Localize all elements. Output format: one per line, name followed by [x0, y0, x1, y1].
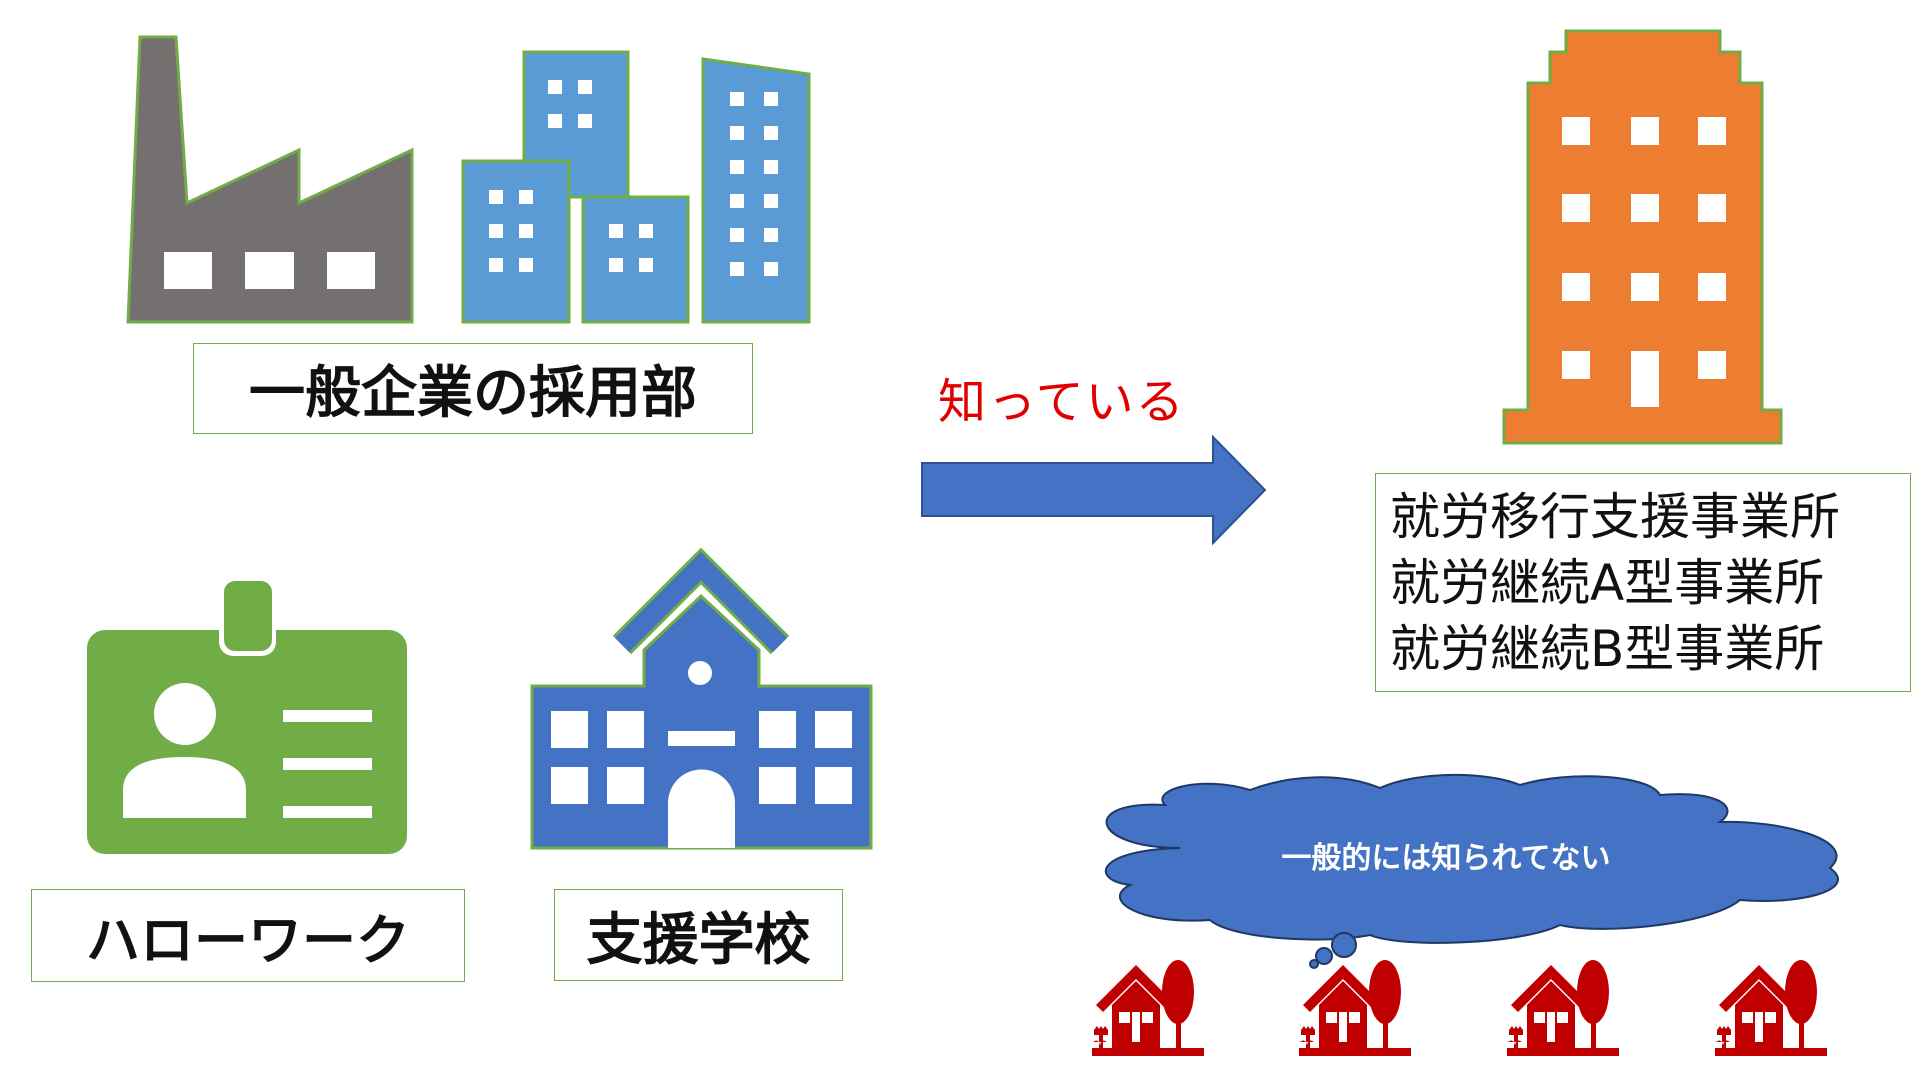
hello-work-label: ハローワーク — [31, 889, 465, 982]
support-school-label: 支援学校 — [554, 889, 843, 981]
school-icon — [530, 547, 873, 850]
house-icon — [1715, 960, 1827, 1056]
arrow-right-icon — [921, 434, 1267, 546]
office-type-line: 就労継続A型事業所 — [1390, 553, 1825, 612]
window — [1631, 117, 1659, 145]
window — [1562, 273, 1590, 301]
window — [730, 228, 744, 242]
window — [1562, 194, 1590, 222]
window — [1631, 194, 1659, 222]
window — [764, 262, 778, 276]
window — [764, 194, 778, 208]
window — [730, 194, 744, 208]
window — [764, 228, 778, 242]
window — [764, 160, 778, 174]
window — [489, 190, 503, 204]
window — [764, 126, 778, 140]
window — [519, 224, 533, 238]
window — [548, 80, 562, 94]
window — [519, 258, 533, 272]
window — [1698, 351, 1726, 379]
house-icon — [1092, 960, 1204, 1056]
window — [1562, 117, 1590, 145]
window — [730, 160, 744, 174]
office-type-line: 就労移行支援事業所 — [1390, 487, 1840, 546]
window — [1562, 351, 1590, 379]
window — [609, 224, 623, 238]
offices-label: 就労移行支援事業所 就労継続A型事業所 就労継続B型事業所 — [1375, 473, 1911, 692]
office-buildings-icon — [461, 50, 811, 324]
office-tower-icon — [1502, 29, 1783, 445]
window — [578, 114, 592, 128]
house-icon — [1507, 960, 1619, 1056]
window — [730, 262, 744, 276]
id-badge-icon — [87, 577, 407, 854]
knows-label: 知っている — [938, 374, 1186, 430]
window — [489, 224, 503, 238]
window — [1698, 194, 1726, 222]
thought-cloud-icon — [1104, 773, 1839, 969]
house-icon — [1299, 960, 1411, 1056]
window — [548, 114, 562, 128]
window — [639, 224, 653, 238]
factory-icon — [126, 35, 414, 324]
window — [1631, 351, 1659, 407]
office-type-line: 就労継続B型事業所 — [1390, 619, 1825, 678]
window — [578, 80, 592, 94]
window — [730, 126, 744, 140]
window — [1631, 273, 1659, 301]
window — [1698, 273, 1726, 301]
window — [519, 190, 533, 204]
window — [639, 258, 653, 272]
window — [609, 258, 623, 272]
window — [489, 258, 503, 272]
window — [1698, 117, 1726, 145]
window — [764, 92, 778, 106]
corporate-hr-label: 一般企業の採用部 — [193, 343, 753, 434]
cloud-label: 一般的には知られてない — [1281, 841, 1611, 876]
window — [730, 92, 744, 106]
